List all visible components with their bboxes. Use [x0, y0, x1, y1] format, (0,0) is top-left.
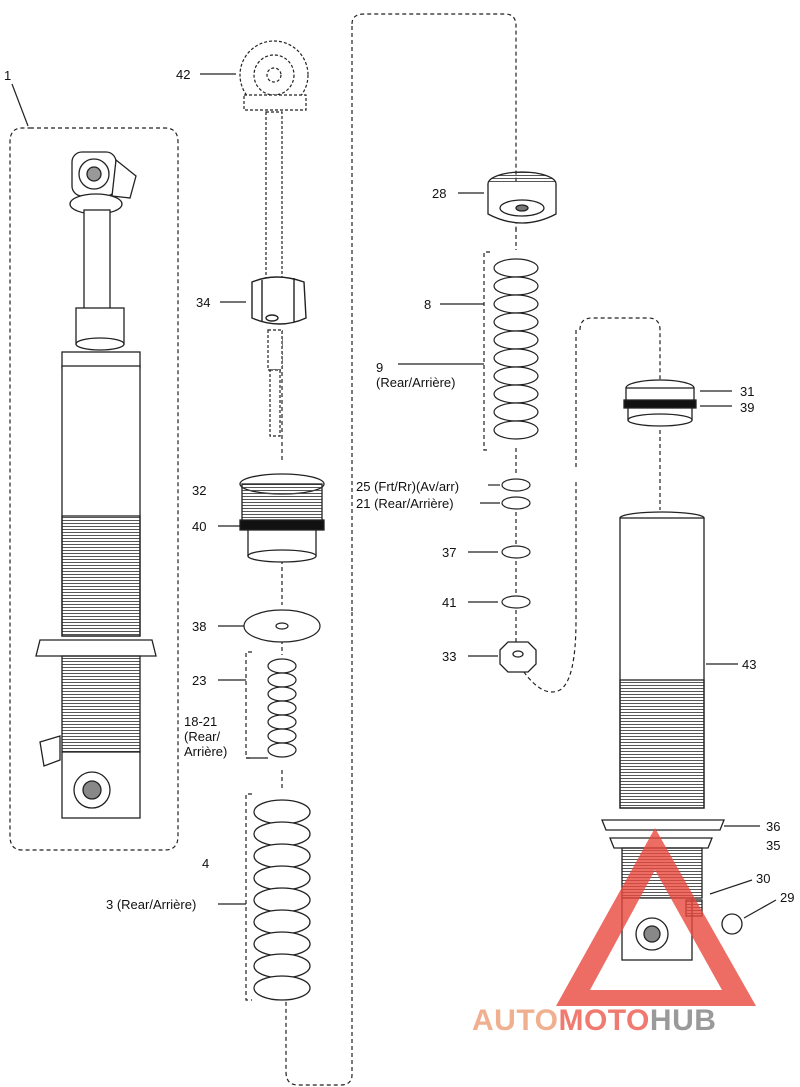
label-40: 40 [192, 519, 207, 534]
label-34: 34 [196, 295, 211, 310]
label-1: 1 [4, 68, 12, 83]
shims-3-4 [253, 799, 311, 1001]
label-31: 31 [740, 384, 755, 399]
body-43 [601, 511, 743, 961]
rod-42 [239, 40, 309, 437]
label-21: 21 (Rear/Arrière) [356, 496, 454, 511]
label-9: 9 (Rear/Arrière) [376, 360, 456, 390]
label-30: 30 [756, 871, 771, 886]
cap-31-39 [623, 379, 697, 427]
label-18-21: 18-21 (Rear/ Arrière) [184, 714, 228, 759]
watermark-part2: MOTO [558, 1004, 650, 1037]
shock-assembly-1 [35, 151, 157, 819]
label-4: 4 [202, 856, 210, 871]
label-33: 33 [442, 649, 457, 664]
shims-23-18-21 [267, 658, 297, 758]
label-36: 36 [766, 819, 781, 834]
nut-33 [499, 641, 537, 673]
label-35: 35 [766, 838, 781, 853]
bumper-28 [487, 171, 557, 224]
watermark-triangle [556, 828, 756, 1006]
label-42: 42 [176, 67, 191, 82]
label-39: 39 [740, 400, 755, 415]
label-3: 3 (Rear/Arrière) [106, 897, 197, 912]
label-41: 41 [442, 595, 457, 610]
washers-25-21-37-41 [501, 478, 531, 609]
bracket-3-4 [245, 793, 252, 1001]
bracket-23-18 [245, 651, 252, 759]
washer-38 [243, 609, 321, 643]
label-43: 43 [742, 657, 757, 672]
label-25: 25 (Frt/Rr)(Av/arr) [356, 479, 460, 494]
watermark-part1: AUTO [472, 1004, 559, 1037]
center-dashed-path [351, 13, 577, 693]
label-37: 37 [442, 545, 457, 560]
watermark-part3: HUB [649, 1004, 717, 1037]
cap-32-40 [239, 473, 325, 563]
nut-34 [251, 276, 307, 325]
right-dashed-path [579, 317, 661, 380]
shims-8-9 [493, 258, 539, 440]
label-28: 28 [432, 186, 447, 201]
label-32: 32 [192, 483, 207, 498]
label-8: 8 [424, 297, 432, 312]
watermark-logo: AUTOMOTOHUB [472, 1004, 716, 1038]
label-29: 29 [780, 890, 795, 905]
label-23: 23 [192, 673, 207, 688]
bracket-8-9 [483, 251, 490, 451]
group-1-dashed-border [9, 127, 179, 851]
label-38: 38 [192, 619, 207, 634]
